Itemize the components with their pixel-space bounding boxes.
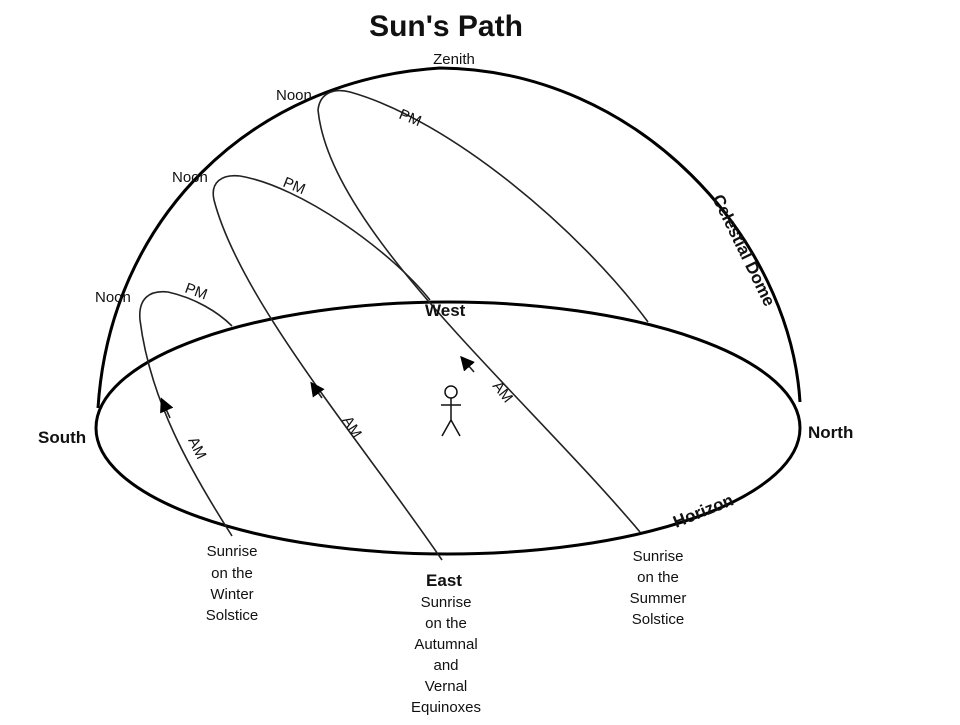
svg-text:Winter: Winter — [210, 586, 253, 603]
svg-text:on the: on the — [211, 565, 253, 582]
arrow-summer — [460, 355, 475, 373]
noon-label-winter: Noon — [95, 289, 131, 306]
arrow-equinox — [310, 381, 325, 399]
south-label: South — [38, 428, 86, 447]
north-label: North — [808, 423, 853, 442]
horizon-label: Horizon — [670, 490, 736, 531]
am-label-summer: AM — [489, 378, 516, 406]
pm-label-winter: PM — [183, 280, 210, 304]
noon-label-summer: Noon — [276, 87, 312, 104]
horizon-ellipse — [94, 300, 802, 556]
west-label: West — [425, 301, 466, 320]
svg-text:Sunrise: Sunrise — [421, 594, 472, 611]
svg-text:Solstice: Solstice — [632, 611, 685, 628]
sun-path-winter — [139, 290, 233, 537]
svg-text:Sunrise: Sunrise — [207, 543, 258, 560]
svg-text:on the: on the — [425, 615, 467, 632]
svg-text:Autumnal: Autumnal — [414, 636, 477, 653]
pm-label-equinox: PM — [281, 174, 308, 198]
svg-text:Sunrise: Sunrise — [633, 548, 684, 565]
celestial-dome-label: Celestial Dome — [708, 191, 779, 309]
svg-text:Summer: Summer — [630, 590, 687, 607]
sunrise-winter-caption: Sunrise on the Winter Solstice — [206, 543, 259, 624]
am-label-winter: AM — [184, 434, 209, 462]
sun-path-equinox — [212, 174, 443, 561]
page-title: Sun's Path — [369, 10, 523, 43]
svg-text:Solstice: Solstice — [206, 607, 259, 624]
svg-text:Vernal: Vernal — [425, 678, 468, 695]
observer-icon — [441, 385, 461, 437]
pm-label-summer: PM — [397, 106, 424, 130]
east-label: East — [426, 571, 462, 590]
svg-text:Equinoxes: Equinoxes — [411, 699, 481, 716]
arrow-winter — [160, 397, 174, 419]
svg-text:and: and — [433, 657, 458, 674]
sun-path-summer — [317, 89, 649, 533]
sunrise-summer-caption: Sunrise on the Summer Solstice — [630, 548, 687, 628]
noon-label-equinox: Noon — [172, 169, 208, 186]
celestial-dome — [96, 66, 802, 409]
zenith-label: Zenith — [433, 51, 475, 68]
am-label-equinox: AM — [339, 413, 365, 441]
svg-text:on the: on the — [637, 569, 679, 586]
sunrise-equinox-caption: Sunrise on the Autumnal and Vernal Equin… — [411, 594, 481, 716]
